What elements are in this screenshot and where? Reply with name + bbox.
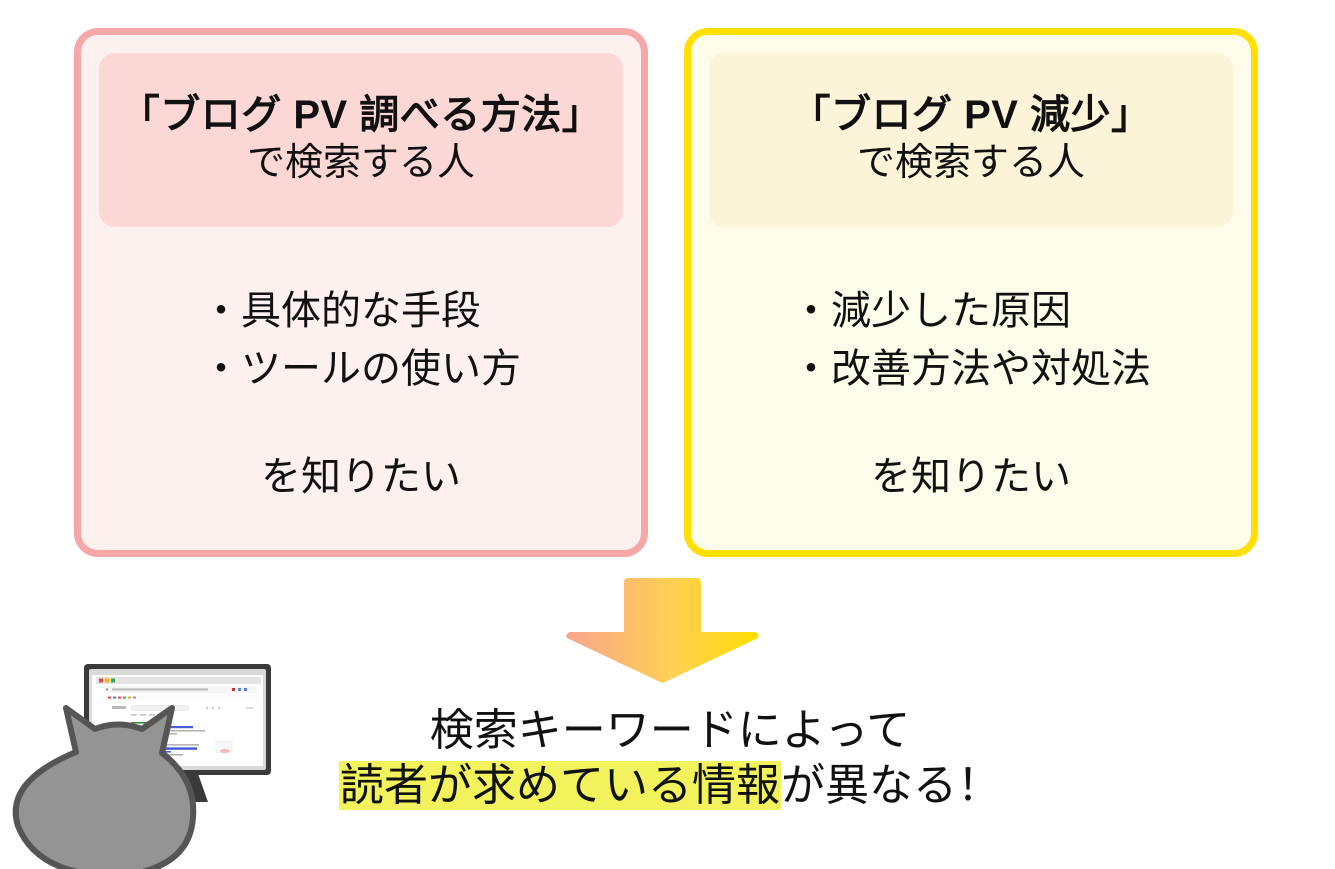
list-item: ・具体的な手段 — [201, 289, 481, 333]
back-arrow-icon — [105, 688, 109, 691]
card-closing-text: を知りたい — [871, 455, 1071, 500]
traffic-light-yellow-icon — [105, 678, 109, 683]
bookmark-item-icon — [118, 696, 121, 699]
arrow-down-icon — [566, 578, 759, 683]
profile-icon — [244, 688, 247, 691]
search-tool-icon — [212, 707, 214, 709]
cat-head-silhouette — [12, 705, 197, 869]
list-item: ・ツールの使い方 — [201, 346, 521, 391]
search-input[interactable] — [130, 705, 190, 711]
caption-block: 検索キーワードによって 読者が求めている情報が異なる！ — [300, 703, 1040, 814]
url-text — [112, 688, 208, 691]
search-filter-tab — [149, 714, 155, 716]
caption-line-2-rest: が異なる！ — [781, 761, 1001, 811]
bookmark-item-icon — [123, 696, 126, 699]
card-closing-text: を知りたい — [261, 455, 461, 500]
bookmark-item-icon — [108, 696, 111, 699]
card-header-decline: 「ブログ PV 減少」 で検索する人 — [709, 53, 1233, 227]
search-intent-card-how-to: 「ブログ PV 調べる方法」 で検索する人 ・具体的な手段 ・ツールの使い方 を… — [74, 28, 648, 557]
bookmark-item-icon — [128, 696, 131, 699]
search-intent-card-decline: 「ブログ PV 減少」 で検索する人 ・減少した原因 ・改善方法や対処法 を知り… — [684, 28, 1258, 557]
card-title-main: 「ブログ PV 調べる方法」 — [119, 92, 603, 137]
card-header-how-to: 「ブログ PV 調べる方法」 で検索する人 — [99, 53, 623, 227]
card-body-decline: ・減少した原因 ・改善方法や対処法 を知りたい — [709, 239, 1233, 540]
card-title-sub: で検索する人 — [246, 141, 475, 184]
google-logo-icon — [112, 706, 126, 709]
bookmarks-bar — [104, 695, 257, 700]
traffic-light-red-icon — [99, 678, 103, 683]
extension-icon — [238, 688, 241, 691]
search-filter-tab — [131, 714, 137, 716]
caption-line-2: 読者が求めている情報が異なる！ — [300, 758, 1040, 813]
bookmark-item-icon — [133, 696, 136, 699]
list-item: ・減少した原因 — [791, 289, 1071, 333]
list-item: ・改善方法や対処法 — [791, 346, 1151, 391]
search-filter-tab — [140, 714, 146, 716]
knowledge-panel-thumbnail — [220, 749, 230, 753]
card-title-sub: で検索する人 — [856, 141, 1085, 184]
card-body-how-to: ・具体的な手段 ・ツールの使い方 を知りたい — [99, 239, 623, 540]
bullet-list: ・具体的な手段 ・ツールの使い方 — [201, 283, 521, 398]
search-tool-icon — [218, 707, 220, 709]
bookmark-item-icon — [113, 696, 116, 699]
caption-line-1: 検索キーワードによって — [429, 706, 911, 755]
result-url — [131, 722, 151, 724]
bookmark-icon — [232, 688, 235, 691]
traffic-light-green-icon — [111, 678, 115, 683]
account-chip — [246, 707, 253, 709]
search-tool-icon — [206, 707, 208, 709]
caption-highlight: 読者が求めている情報 — [339, 761, 781, 811]
cat-watching-monitor-illustration — [12, 664, 271, 869]
bullet-list: ・減少した原因 ・改善方法や対処法 — [791, 283, 1151, 398]
browser-tab-bar — [96, 677, 261, 684]
card-title-main: 「ブログ PV 減少」 — [790, 92, 1152, 137]
